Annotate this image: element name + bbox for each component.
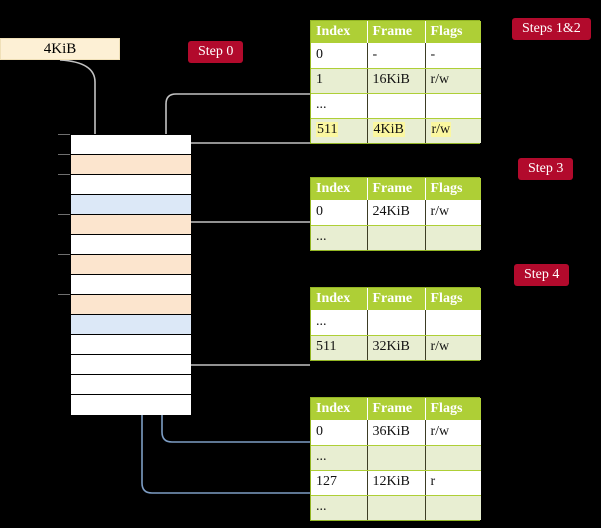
- column-header-flags: Flags: [425, 178, 481, 200]
- cell-frame: -: [367, 43, 426, 69]
- source-frame-label: 4KiB: [43, 40, 77, 57]
- badge-steps-1-2: Steps 1&2: [512, 18, 591, 40]
- memory-tick-4: [58, 214, 71, 215]
- memory-tick-1: [58, 154, 71, 155]
- memory-cell-0: [71, 135, 191, 155]
- cell-index: 0: [311, 200, 368, 226]
- column-header-index: Index: [311, 398, 368, 420]
- source-frame-box: 4KiB: [0, 38, 120, 60]
- column-header-flags: Flags: [425, 398, 481, 420]
- column-header-frame: Frame: [367, 178, 426, 200]
- cell-flags: [425, 225, 481, 250]
- cell-index: 0: [311, 420, 368, 446]
- cell-index: ...: [311, 310, 368, 336]
- cell-flags: r/w: [425, 200, 481, 226]
- cell-frame: 36KiB: [367, 420, 426, 446]
- memory-cell-12: [71, 375, 191, 395]
- memory-tick-6: [58, 254, 71, 255]
- memory-cell-2: [71, 175, 191, 195]
- cell-index: ...: [311, 495, 368, 520]
- column-header-index: Index: [311, 288, 368, 310]
- cell-index: 511: [311, 118, 368, 143]
- memory-tick-8: [58, 294, 71, 295]
- memory-cell-11: [71, 355, 191, 375]
- cell-index: 127: [311, 470, 368, 496]
- table-row: ...: [311, 310, 481, 336]
- cell-index: ...: [311, 225, 368, 250]
- cell-index: ...: [311, 445, 368, 471]
- table-row: ...: [311, 225, 481, 250]
- cell-frame: 4KiB: [367, 118, 426, 143]
- cell-frame: 12KiB: [367, 470, 426, 496]
- cell-flags: r/w: [425, 420, 481, 446]
- memory-cell-13: [71, 395, 191, 415]
- cell-index: 1: [311, 68, 368, 94]
- table-row: ...: [311, 445, 481, 471]
- memory-cell-8: [71, 295, 191, 315]
- cell-flags: r/w: [425, 68, 481, 94]
- cell-frame: [367, 225, 426, 250]
- column-header-frame: Frame: [367, 21, 426, 43]
- cell-frame: 24KiB: [367, 200, 426, 226]
- table-row: ...: [311, 495, 481, 520]
- memory-cell-1: [71, 155, 191, 175]
- memory-cell-4: [71, 215, 191, 235]
- memory-cell-5: [71, 235, 191, 255]
- memory-tick-0: [58, 134, 71, 135]
- cell-flags: r: [425, 470, 481, 496]
- memory-cell-6: [71, 255, 191, 275]
- table-row: ...: [311, 93, 481, 119]
- memory-cell-7: [71, 275, 191, 295]
- cell-flags: [425, 495, 481, 520]
- cell-frame: [367, 495, 426, 520]
- cell-frame: [367, 445, 426, 471]
- column-header-frame: Frame: [367, 398, 426, 420]
- cell-flags: [425, 310, 481, 336]
- cell-flags: [425, 93, 481, 119]
- badge-step-0: Step 0: [188, 41, 244, 63]
- cell-index: ...: [311, 93, 368, 119]
- column-header-frame: Frame: [367, 288, 426, 310]
- cell-frame: 16KiB: [367, 68, 426, 94]
- cell-index: 511: [311, 335, 368, 360]
- column-header-index: Index: [311, 178, 368, 200]
- cell-flags: [425, 445, 481, 471]
- cell-index: 0: [311, 43, 368, 69]
- badge-step-4: Step 4: [514, 264, 570, 286]
- column-header-index: Index: [311, 21, 368, 43]
- column-header-flags: Flags: [425, 21, 481, 43]
- wire-step4: [169, 312, 310, 366]
- memory-cell-10: [71, 335, 191, 355]
- cell-flags: r/w: [425, 118, 481, 143]
- cell-flags: -: [425, 43, 481, 69]
- memory-cell-3: [71, 195, 191, 215]
- badge-step-3: Step 3: [518, 158, 574, 180]
- column-header-flags: Flags: [425, 288, 481, 310]
- table-row: 0--: [311, 43, 481, 69]
- memory-tick-2: [58, 174, 71, 175]
- cell-flags: r/w: [425, 335, 481, 360]
- cell-frame: 32KiB: [367, 335, 426, 360]
- memory-cell-9: [71, 315, 191, 335]
- cell-frame: [367, 310, 426, 336]
- cell-frame: [367, 93, 426, 119]
- physical-memory-column: [70, 134, 191, 415]
- wire-step3-line: [174, 221, 310, 250]
